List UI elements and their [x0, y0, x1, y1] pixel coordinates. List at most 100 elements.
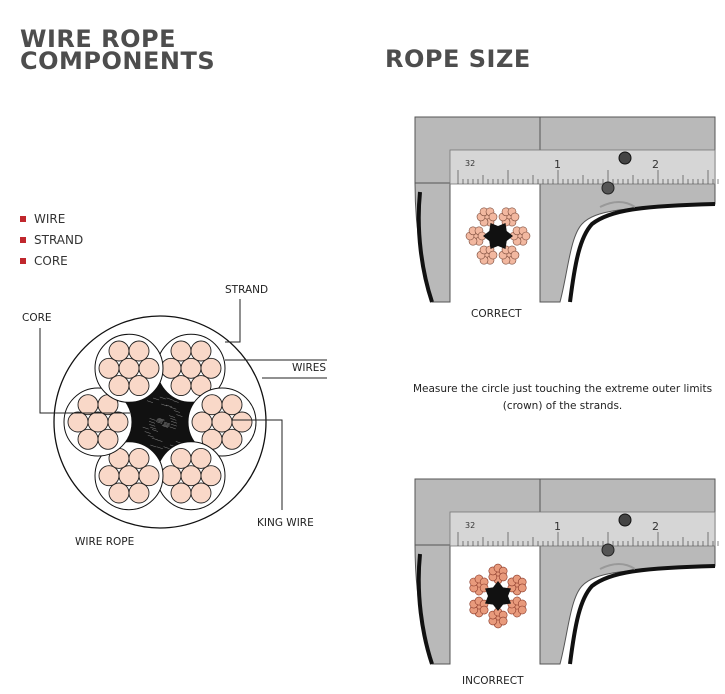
core-fiber [166, 397, 173, 401]
legend-bullet [20, 215, 26, 222]
thumb-wheel [599, 563, 636, 570]
sample-wire [498, 616, 508, 626]
wire [170, 482, 192, 504]
wire [200, 465, 222, 487]
core-fiber [148, 421, 156, 424]
core-fiber [151, 437, 158, 441]
sample-wire [517, 605, 527, 615]
king-wire [211, 411, 233, 433]
wire [108, 375, 130, 397]
scale-mark-2: 2 [652, 520, 659, 533]
wire [190, 482, 212, 504]
wire [98, 357, 120, 379]
wire [107, 411, 129, 433]
core-fiber [158, 417, 165, 421]
core-fiber [149, 418, 156, 421]
sample-wire [479, 605, 489, 615]
sample-wire [498, 572, 508, 582]
scale-mark-32: 32 [465, 159, 475, 168]
core-fiber [170, 420, 178, 424]
wire [128, 482, 150, 504]
core-fiber [165, 404, 173, 408]
core-fiber [159, 396, 166, 400]
wire [138, 465, 160, 487]
wire [160, 357, 182, 379]
sample-wire [510, 250, 520, 260]
core-fiber [176, 414, 183, 417]
sample-wire [517, 583, 527, 593]
strand-leader [225, 299, 241, 343]
king-wire-label: KING WIRE [257, 517, 314, 529]
core-fiber [163, 423, 170, 427]
rope-size-title: ROPE SIZE [385, 45, 531, 73]
legend-item-wire: WIRE [20, 208, 83, 229]
wire [190, 447, 212, 469]
correct-label: CORRECT [471, 308, 522, 320]
legend-item-core: CORE [20, 250, 83, 271]
wire [170, 447, 192, 469]
wire [98, 465, 120, 487]
sample-core [485, 580, 511, 612]
sample-wire [488, 250, 498, 260]
locking-screw [618, 151, 632, 165]
wire [77, 394, 99, 416]
jaw-shadow [416, 553, 434, 665]
thumb-screw [601, 543, 615, 557]
wire [77, 428, 99, 450]
thumb-screw [601, 181, 615, 195]
king-wire [87, 411, 109, 433]
core-fiber [170, 406, 177, 410]
king-wire [118, 465, 140, 487]
caliper-scale [449, 511, 716, 547]
core-fiber [156, 420, 163, 423]
core-fiber [156, 419, 163, 422]
wire [108, 340, 130, 362]
title-line-2: COMPONENTS [20, 47, 216, 75]
core-fiber [151, 429, 159, 432]
wire [128, 375, 150, 397]
core-fiber [150, 426, 157, 430]
component-legend: WIRE STRAND CORE [20, 208, 83, 271]
sample-core [483, 223, 513, 249]
jaw-shadow [416, 191, 434, 303]
wire [191, 411, 213, 433]
rope-sample [465, 207, 531, 265]
core-fiber [156, 446, 163, 450]
scale-mark-1: 1 [554, 520, 561, 533]
core-fiber [157, 418, 164, 422]
core-fiber [153, 397, 160, 401]
king-wire [180, 465, 202, 487]
wire [201, 394, 223, 416]
core-fiber [169, 426, 176, 430]
core-fiber [162, 424, 169, 428]
scale-mark-2: 2 [652, 158, 659, 171]
king-wire [180, 357, 202, 379]
core-fiber [168, 415, 176, 418]
wire [190, 340, 212, 362]
legend-bullet [20, 257, 26, 264]
core-fiber [170, 418, 177, 421]
wire-rope-label: WIRE ROPE [75, 536, 135, 548]
wire [128, 340, 150, 362]
core-fiber [144, 431, 151, 434]
wire [67, 411, 89, 433]
wire-rope-components-title: WIRE ROPE COMPONENTS [20, 27, 280, 75]
core-fiber [150, 444, 157, 448]
wire [160, 465, 182, 487]
rope-sample [469, 563, 527, 629]
core-fiber [146, 400, 154, 403]
wires-label: WIRES [292, 362, 327, 374]
core-fiber [163, 421, 171, 425]
core-fiber [142, 426, 149, 430]
leader-lines [39, 299, 327, 510]
core-fiber [161, 425, 168, 428]
wire [170, 340, 192, 362]
core-fiber [155, 421, 163, 424]
wire [108, 482, 130, 504]
core-fiber [170, 423, 177, 427]
locking-screw [618, 513, 632, 527]
measurement-instruction: Measure the circle just touching the ext… [412, 383, 713, 412]
jaw-edge-shadow [568, 564, 716, 665]
